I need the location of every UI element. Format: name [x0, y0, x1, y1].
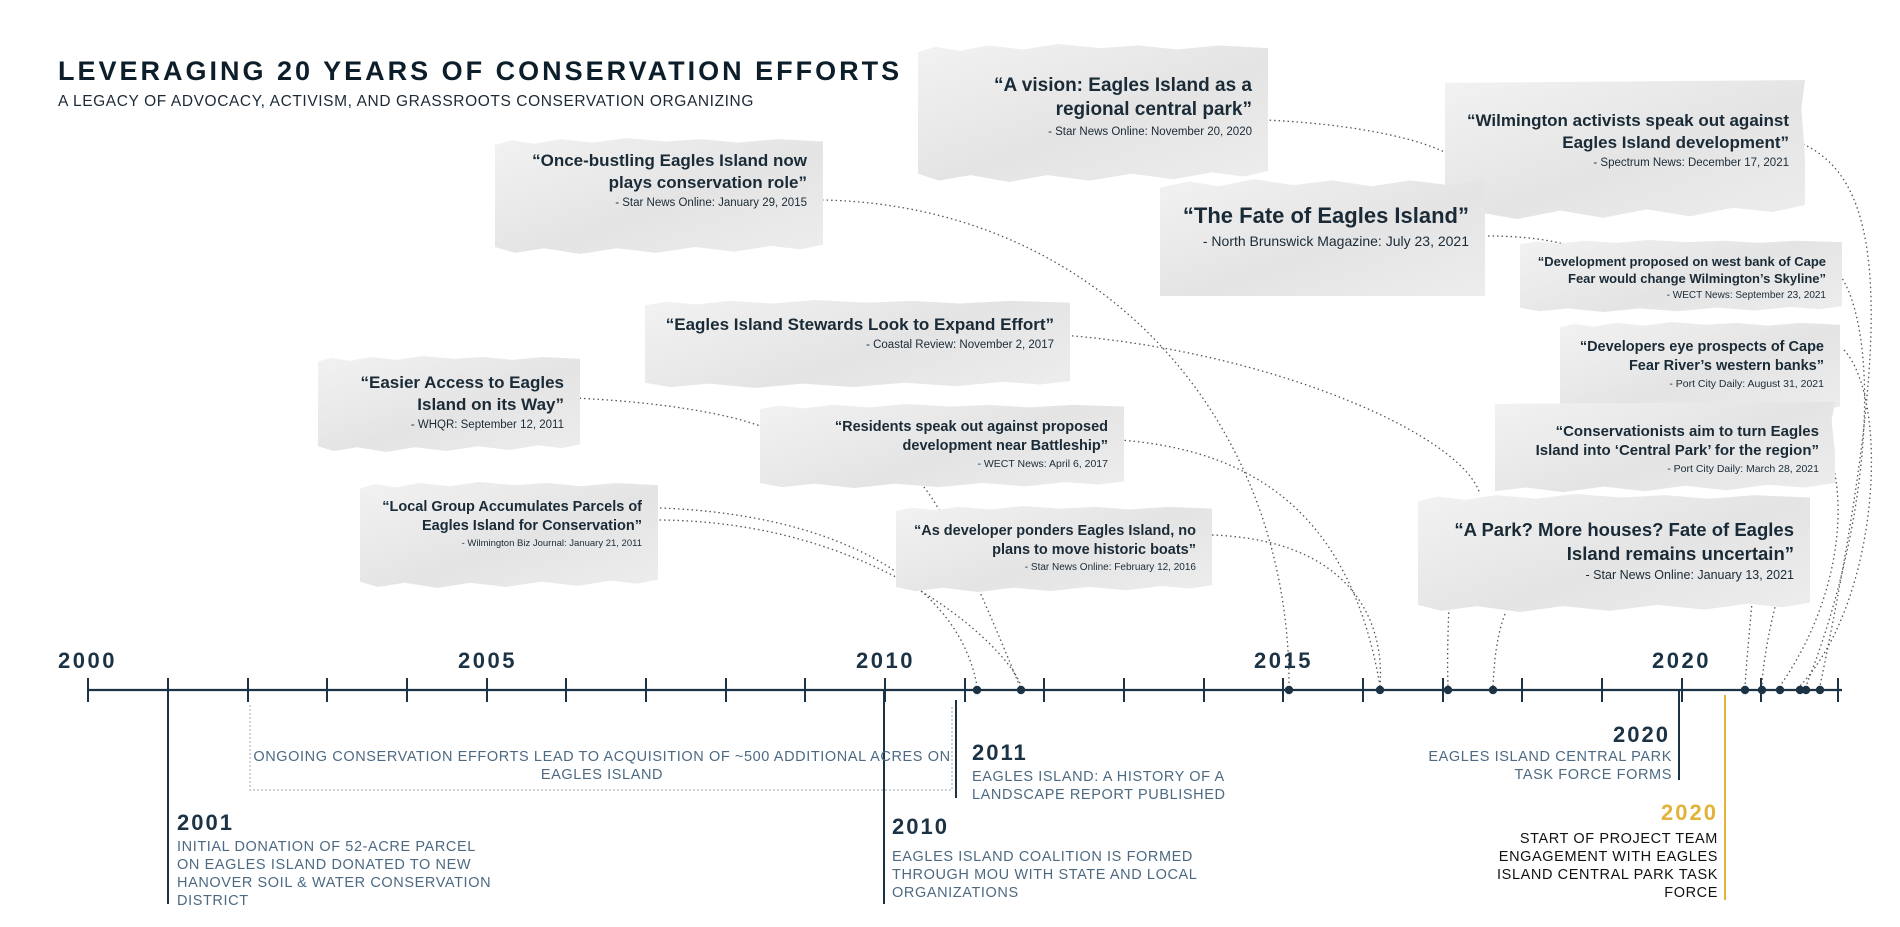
- headline-quote: “Conservationists aim to turn Eagles Isl…: [1535, 423, 1819, 460]
- event-leader-lines: [167, 690, 1726, 904]
- headline-quote: “As developer ponders Eagles Island, no …: [913, 523, 1196, 558]
- headline-source: - Star News Online: February 12, 2016: [1024, 562, 1196, 574]
- headline-quote: “The Fate of Eagles Island”: [1182, 203, 1469, 228]
- headline-quote: “Development proposed on west bank of Ca…: [1537, 254, 1826, 286]
- year-label-2015: 2015: [1254, 648, 1313, 673]
- headline-quote: “Wilmington activists speak out against …: [1467, 111, 1789, 152]
- headline-clipping-11: “Local Group Accumulates Parcels of Eagl…: [360, 482, 658, 588]
- event-year-2011: 2011: [972, 740, 1028, 765]
- headline-clipping-1: “Once-bustling Eagles Island now plays c…: [495, 138, 823, 254]
- headline-source: - WHQR: September 12, 2011: [410, 418, 564, 431]
- page-subtitle: A LEGACY OF ADVOCACY, ACTIVISM, AND GRAS…: [58, 93, 755, 110]
- event-dots: [972, 685, 1825, 695]
- event-text-2001: INITIAL DONATION OF 52-ACRE PARCEL ON EA…: [177, 839, 492, 909]
- headline-quote: “A vision: Eagles Island as a regional c…: [993, 75, 1252, 121]
- headline-clipping-7: “Eagles Island Stewards Look to Expand E…: [645, 300, 1070, 388]
- headline-clipping-10: “Conservationists aim to turn Eagles Isl…: [1495, 402, 1835, 493]
- headline-source: - WECT News: April 6, 2017: [977, 458, 1108, 471]
- event-text-2011: EAGLES ISLAND: A HISTORY OF A LANDSCAPE …: [972, 769, 1226, 803]
- headline-source: - Coastal Review: November 2, 2017: [866, 338, 1054, 351]
- year-label-2020: 2020: [1652, 648, 1711, 673]
- event-year-2020-engagement: 2020: [1661, 800, 1718, 825]
- headline-quote: “Once-bustling Eagles Island now plays c…: [532, 151, 807, 192]
- year-label-2000: 2000: [58, 648, 117, 673]
- headline-quote: “Developers eye prospects of Cape Fear R…: [1579, 339, 1824, 374]
- headline-source: - Star News Online: January 13, 2021: [1585, 568, 1794, 583]
- ongoing-efforts-note: ONGOING CONSERVATION EFFORTS LEAD TO ACQ…: [253, 749, 951, 783]
- headline-source: - Port City Daily: August 31, 2021: [1669, 378, 1824, 391]
- axis-ticks: [87, 678, 1839, 702]
- page-title: LEVERAGING 20 YEARS OF CONSERVATION EFFO…: [58, 56, 903, 86]
- headline-clipping-9: “Residents speak out against proposed de…: [760, 404, 1124, 488]
- headline-source: - WECT News: September 23, 2021: [1666, 290, 1826, 302]
- headline-clipping-3: “Wilmington activists speak out against …: [1445, 80, 1805, 220]
- event-text-2020-engagement: START OF PROJECT TEAM ENGAGEMENT WITH EA…: [1497, 831, 1718, 901]
- ongoing-bracket: [249, 705, 953, 791]
- event-text-2010: EAGLES ISLAND COALITION IS FORMED THROUG…: [892, 849, 1197, 901]
- headline-source: - Star News Online: November 20, 2020: [1048, 125, 1252, 138]
- headline-clipping-4: “The Fate of Eagles Island” - North Brun…: [1160, 179, 1485, 296]
- event-year-2010: 2010: [892, 814, 949, 839]
- event-text-2020-taskforce: EAGLES ISLAND CENTRAL PARK TASK FORCE FO…: [1428, 749, 1672, 783]
- headline-source: - Star News Online: January 29, 2015: [615, 196, 807, 209]
- year-label-2005: 2005: [458, 648, 517, 673]
- year-label-2010: 2010: [856, 648, 915, 673]
- headline-clipping-2: “A vision: Eagles Island as a regional c…: [918, 44, 1268, 182]
- headline-source: - Port City Daily: March 28, 2021: [1667, 463, 1819, 476]
- headline-source: - Wilmington Biz Journal: January 21, 20…: [461, 538, 642, 550]
- headline-quote: “Easier Access to Eagles Island on its W…: [360, 373, 565, 414]
- headline-clipping-13: “A Park? More houses? Fate of Eagles Isl…: [1418, 494, 1810, 612]
- event-year-2001: 2001: [177, 810, 234, 835]
- headline-quote: “Eagles Island Stewards Look to Expand E…: [665, 315, 1054, 334]
- headline-quote: “Residents speak out against proposed de…: [834, 419, 1108, 454]
- headline-quote: “Local Group Accumulates Parcels of Eagl…: [382, 499, 642, 534]
- headline-quote: “A Park? More houses? Fate of Eagles Isl…: [1454, 519, 1794, 564]
- headline-clipping-8: “Easier Access to Eagles Island on its W…: [318, 356, 580, 452]
- headline-clipping-12: “As developer ponders Eagles Island, no …: [896, 506, 1212, 592]
- headline-source: - Spectrum News: December 17, 2021: [1593, 156, 1789, 169]
- headline-source: - North Brunswick Magazine: July 23, 202…: [1202, 233, 1469, 250]
- event-year-2020-taskforce: 2020: [1613, 722, 1670, 747]
- headline-clipping-5: “Development proposed on west bank of Ca…: [1520, 240, 1842, 312]
- headline-clipping-6: “Developers eye prospects of Cape Fear R…: [1560, 322, 1840, 414]
